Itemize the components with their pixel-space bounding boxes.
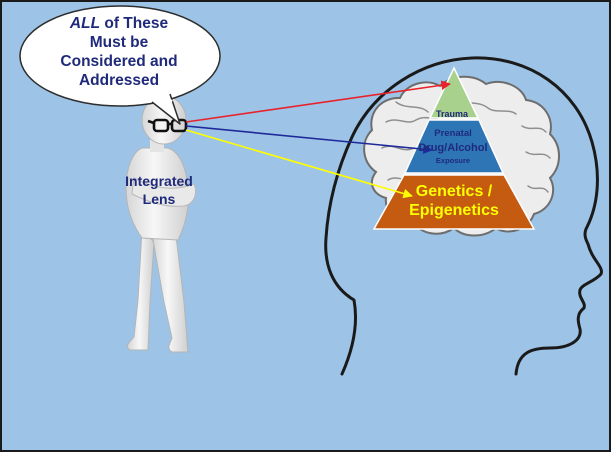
integrated-lens-label: Integrated Lens [114, 172, 204, 208]
bubble-line-1-rest: of These [100, 15, 168, 32]
bubble-text: ALL of These Must be Considered and Addr… [54, 14, 184, 90]
genetics-line-1: Genetics / [395, 182, 513, 201]
prenatal-line-3: Exposure [417, 156, 489, 165]
person-figure-icon [126, 96, 196, 352]
bubble-emphasis: ALL [70, 15, 100, 32]
pyramid-label-genetics: Genetics / Epigenetics [395, 182, 513, 220]
pyramid-label-trauma: Trauma [432, 109, 472, 119]
lens-line-1: Integrated [114, 172, 204, 190]
bubble-line-3: Considered and [54, 52, 184, 71]
prenatal-line-1: Prenatal [417, 127, 489, 141]
lens-line-2: Lens [114, 190, 204, 208]
bubble-line-1: ALL of These [54, 14, 184, 33]
genetics-line-2: Epigenetics [395, 201, 513, 220]
pyramid-label-prenatal: Prenatal Drug/Alcohol Exposure [417, 127, 489, 165]
prenatal-line-2: Drug/Alcohol [417, 141, 489, 156]
bubble-line-2: Must be [54, 33, 184, 52]
bubble-line-4: Addressed [54, 71, 184, 90]
